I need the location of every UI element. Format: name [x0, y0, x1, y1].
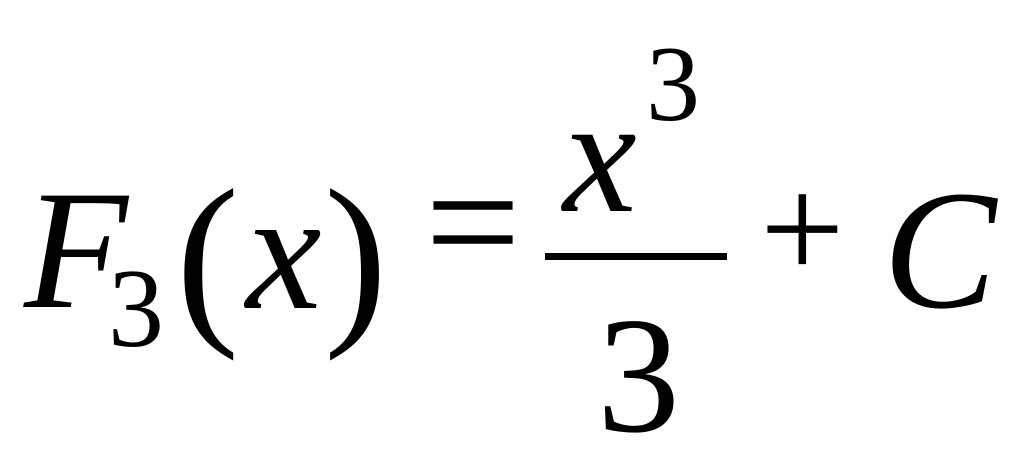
left-parenthesis: (: [176, 152, 240, 362]
numerator-exponent: 3: [646, 25, 700, 144]
function-argument: x: [246, 157, 322, 345]
plus-sign: +: [760, 146, 845, 312]
equals-sign: =: [425, 128, 521, 316]
function-subscript: 3: [108, 247, 164, 371]
fraction-bar: [545, 253, 727, 260]
integration-constant: C: [883, 156, 997, 344]
denominator: 3: [597, 283, 680, 467]
right-parenthesis: ): [324, 152, 388, 362]
function-name: F: [24, 156, 128, 344]
numerator-variable: x: [563, 63, 637, 247]
